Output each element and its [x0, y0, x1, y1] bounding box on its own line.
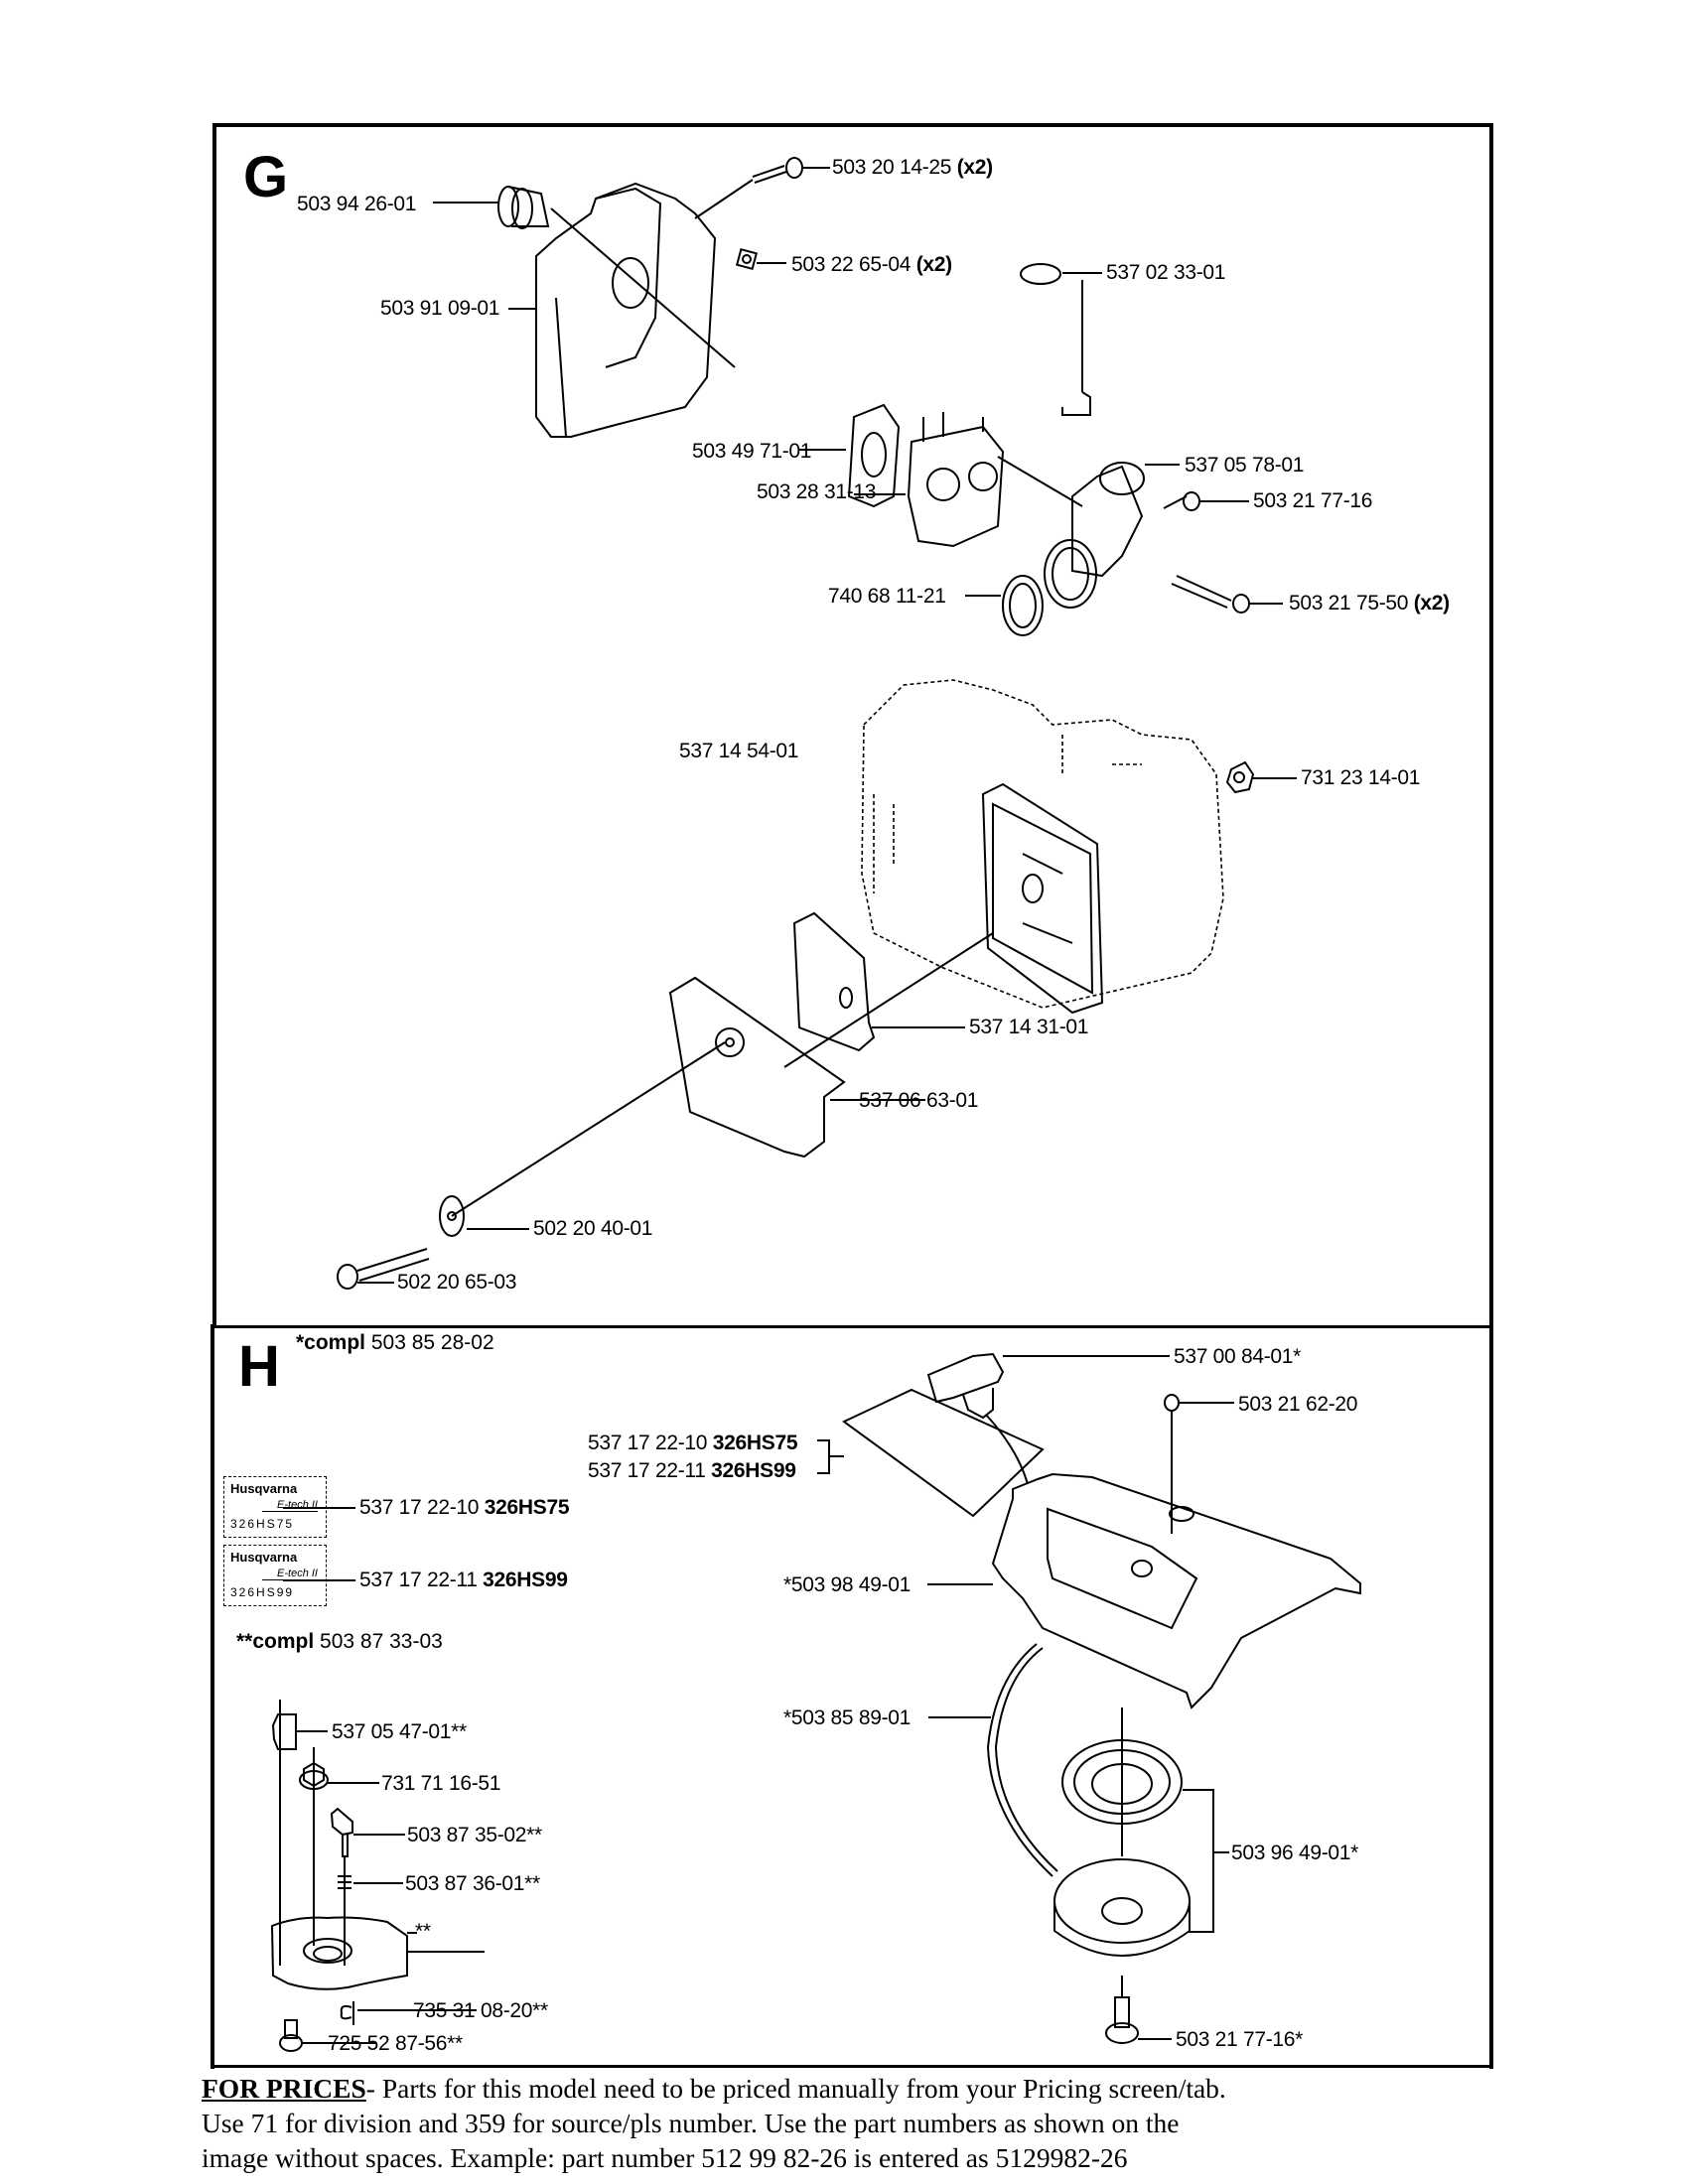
- pricing-line-1: FOR PRICES- Parts for this model need to…: [202, 2071, 1492, 2106]
- part-label: 731 23 14-01: [1301, 766, 1421, 789]
- part-label: 503 49 71-01: [692, 440, 812, 463]
- hex-nut-drawing: [1227, 762, 1297, 792]
- part-label: 503 21 77-16: [1253, 489, 1373, 512]
- part-label: 502 20 40-01: [533, 1217, 653, 1240]
- carburetor-drawing: [854, 412, 1082, 546]
- pricing-instructions: FOR PRICES- Parts for this model need to…: [202, 2071, 1492, 2175]
- part-label: 537 17 22-11 326HS99: [588, 1459, 796, 1482]
- screw-drawing-3: [1165, 1395, 1234, 1534]
- pricing-text-1: Parts for this model need to be priced m…: [374, 2073, 1226, 2104]
- part-label: 537 14 31-01: [969, 1016, 1089, 1038]
- part-label: 537 17 22-10 326HS75: [359, 1496, 570, 1519]
- pricing-line-2: Use 71 for division and 359 for source/p…: [202, 2108, 1180, 2138]
- section-g-letter: G: [243, 145, 289, 209]
- filter-cover-drawing: [670, 978, 925, 1157]
- complete-assembly-note: *compl 503 85 28-02: [296, 1331, 494, 1354]
- square-nut-drawing: [737, 249, 786, 269]
- part-label: 537 06 63-01: [859, 1089, 979, 1112]
- part-label: 503 21 75-50 (x2): [1289, 592, 1450, 614]
- recoil-spring-drawing: [1062, 1707, 1182, 1856]
- husqvarna-logo-text: Husqvarna: [230, 1550, 298, 1565]
- screw-drawing-2: [1164, 492, 1249, 510]
- intake-boot-drawing: [433, 187, 548, 228]
- seal-ring-drawing: [965, 576, 1043, 635]
- part-label: **: [415, 1920, 431, 1943]
- decal-line: E-tech II: [262, 1499, 318, 1512]
- switch-lever-drawing: [332, 1809, 405, 1966]
- choke-rod-drawing: [1021, 264, 1102, 415]
- cylinder-cover-drawing: [862, 680, 1223, 1008]
- starter-cover-drawing: [927, 1474, 1360, 1707]
- part-label: 537 05 78-01: [1185, 454, 1305, 477]
- decal-sheet-drawing: [283, 1390, 1043, 1580]
- decal-line: E-tech II: [262, 1568, 318, 1580]
- for-prices-heading: FOR PRICES: [202, 2073, 366, 2104]
- flange-nut-drawing: [300, 1747, 379, 1946]
- part-label: 503 91 09-01: [380, 297, 500, 320]
- starter-pulley-drawing: [1054, 1790, 1229, 1956]
- part-label: 740 68 11-21: [828, 585, 946, 608]
- part-label: 503 28 31-13: [757, 480, 877, 503]
- pricing-line-3: image without spaces. Example: part numb…: [202, 2142, 1128, 2173]
- gasket-drawing: [799, 405, 899, 506]
- part-label: 537 14 54-01: [679, 740, 799, 762]
- husqvarna-logo-text: Husqvarna: [230, 1481, 298, 1496]
- decal-model: 326HS75: [230, 1517, 295, 1531]
- part-label: 503 21 77-16*: [1176, 2028, 1304, 2051]
- filter-element-drawing: [784, 913, 993, 1067]
- decal-326hs75: Husqvarna E-tech II 326HS75: [223, 1476, 327, 1538]
- part-label: 503 87 35-02**: [407, 1824, 542, 1846]
- decal-model: 326HS99: [230, 1585, 295, 1599]
- part-label: *503 98 49-01: [783, 1573, 912, 1596]
- section-h-frame-bottom: [210, 2065, 1491, 2068]
- switch-housing-drawing: [272, 1918, 485, 1989]
- part-label: 503 21 62-20: [1238, 1393, 1358, 1416]
- intake-adapter-drawing: [1045, 463, 1180, 608]
- switch-spring-drawing: [338, 1876, 403, 1888]
- part-label: 725 52 87-56**: [328, 2032, 463, 2055]
- part-label: 503 96 49-01*: [1231, 1842, 1359, 1864]
- part-label: *503 85 89-01: [783, 1706, 912, 1729]
- knob-drawing: [440, 1042, 725, 1236]
- screw-drawing-4: [1106, 1976, 1172, 2043]
- part-label: 503 20 14-25 (x2): [832, 156, 993, 179]
- section-h-letter: H: [238, 1334, 280, 1399]
- part-label: 731 71 16-51: [381, 1772, 501, 1795]
- heading-dash: -: [365, 2073, 375, 2104]
- complete-assembly-note: **compl 503 87 33-03: [236, 1630, 443, 1653]
- part-label: 537 05 47-01**: [332, 1720, 467, 1743]
- decal-326hs99: Husqvarna E-tech II 326HS99: [223, 1545, 327, 1606]
- bolt-drawing: [338, 1249, 429, 1289]
- choke-button-drawing: [273, 1700, 328, 1966]
- part-label: 503 22 65-04 (x2): [791, 253, 952, 276]
- e-clip-drawing: [342, 2001, 477, 2025]
- carburetor-housing-drawing: [508, 184, 735, 437]
- screw-drawing-1: [695, 158, 830, 218]
- starter-handle-drawing: [928, 1354, 1170, 1484]
- part-label: 503 94 26-01: [297, 193, 417, 215]
- part-label: 537 00 84-01*: [1174, 1345, 1302, 1368]
- long-bolt-drawing: [1172, 576, 1283, 613]
- section-g-frame: [212, 123, 1493, 1328]
- part-label: 503 87 36-01**: [405, 1872, 540, 1895]
- part-label: 537 17 22-11 326HS99: [359, 1569, 568, 1591]
- part-label: 537 02 33-01: [1106, 261, 1226, 284]
- part-label: 502 20 65-03: [397, 1271, 517, 1294]
- starter-rope-drawing: [928, 1644, 1057, 1876]
- part-label: 537 17 22-10 326HS75: [588, 1432, 798, 1454]
- section-h-frame: [210, 1324, 1493, 2069]
- screw-drawing-5: [280, 2020, 375, 2051]
- air-filter-housing-drawing: [983, 784, 1102, 1013]
- part-label: 735 31 08-20**: [413, 1999, 548, 2022]
